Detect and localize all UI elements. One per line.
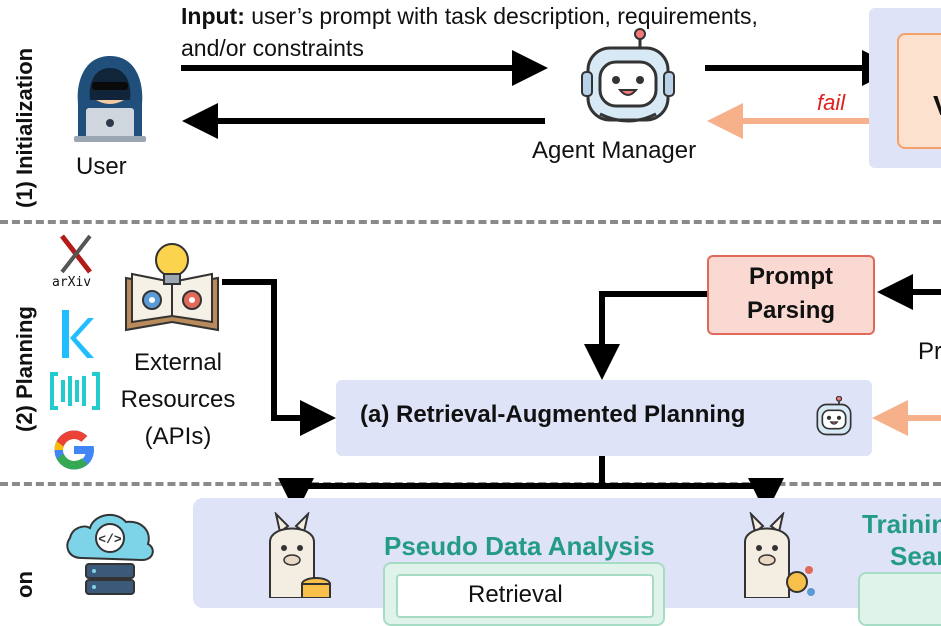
verification-box: [897, 33, 941, 149]
training-search-line1: Trainin: [862, 509, 941, 539]
arrow-parsing-to-planning: [584, 291, 707, 380]
llama-icon: [269, 512, 331, 598]
book-lightbulb-icon: [125, 243, 219, 332]
google-logo-icon: [54, 430, 94, 470]
external-resources-line3: (APIs): [144, 423, 212, 450]
input-description: Input: user’s prompt with task descripti…: [181, 0, 758, 64]
llama-icon-2: [744, 512, 815, 598]
robot-agent-icon: [581, 28, 675, 123]
kaggle-logo-icon: [62, 310, 94, 358]
input-text-line2: and/or constraints: [181, 35, 364, 61]
prompt-parsing-box: Prompt Parsing: [707, 255, 875, 335]
user-label: User: [76, 153, 127, 180]
training-search-title: Trainin Sear: [862, 508, 941, 572]
external-resources-line2: Resources: [120, 386, 236, 413]
cloud-server-icon: </>: [66, 513, 154, 595]
training-search-box: [858, 572, 941, 626]
papers-with-code-icon: [50, 372, 100, 410]
stage-divider-1: [0, 220, 941, 224]
input-text-line1: user’s prompt with task description, req…: [244, 3, 758, 29]
external-resources-line1: External: [133, 349, 223, 376]
arxiv-label: arXiv: [52, 275, 92, 290]
right-partial-label: Pr: [918, 338, 941, 365]
pseudo-data-analysis-title: Pseudo Data Analysis: [384, 531, 655, 561]
robot-small-icon: [816, 396, 852, 436]
svg-text:</>: </>: [98, 532, 122, 547]
prompt-parsing-line2: Parsing: [746, 297, 836, 324]
arxiv-logo-icon: [60, 234, 92, 274]
external-resources-label: External Resources (APIs): [108, 344, 248, 455]
prompt-parsing-line1: Prompt: [749, 263, 833, 290]
fail-label: fail: [817, 90, 846, 115]
verification-box-label: V: [933, 90, 941, 122]
arrow-resources-to-planning: [222, 279, 336, 436]
agent-manager-label: Agent Manager: [532, 137, 697, 164]
retrieval-planning-label: (a) Retrieval-Augmented Planning: [360, 401, 746, 428]
training-search-line2: Sear: [890, 541, 941, 571]
retrieval-planning-box: [336, 380, 872, 456]
hacker-user-icon: [74, 56, 146, 142]
input-bold-label: Input:: [181, 3, 245, 29]
retrieval-label: Retrieval: [468, 581, 563, 608]
